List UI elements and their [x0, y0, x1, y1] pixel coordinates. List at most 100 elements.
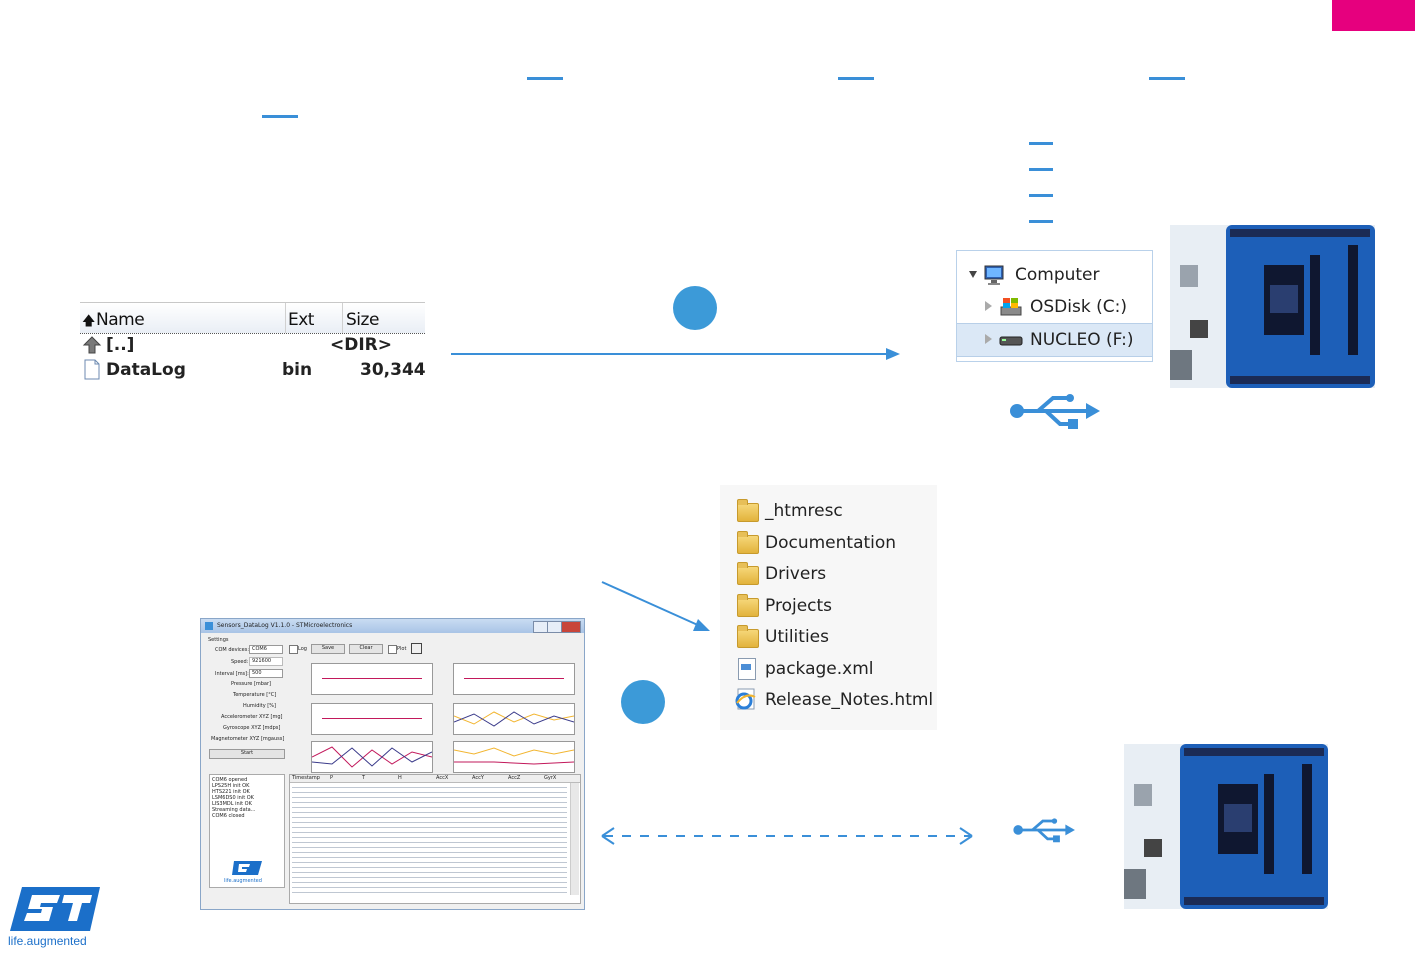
datalog-app-window: Sensors_DataLog V1.1.0 - STMicroelectron… [200, 618, 585, 910]
gyroscope-lines [311, 746, 433, 768]
start-button[interactable]: Start [209, 749, 285, 759]
folder-label: _htmresc [765, 501, 843, 521]
close-button[interactable] [561, 621, 581, 633]
column-header-name[interactable]: Name [96, 310, 145, 330]
file-row-parent[interactable]: [..] <DIR> [80, 333, 425, 357]
up-folder-icon [82, 336, 102, 354]
maximize-button[interactable] [547, 621, 562, 633]
com-select[interactable]: COM6 [249, 645, 283, 654]
table-header: Timestamp P T H AccX AccY AccZ GyrX [290, 775, 580, 783]
humidity-plot [311, 703, 433, 735]
speed-select[interactable]: 921600 [249, 657, 283, 666]
log-line: LSM6DS0 init OK [212, 795, 254, 801]
accelerometer-plot [453, 703, 575, 735]
log-line: LIS3MDL init OK [212, 801, 252, 807]
tree-label: OSDisk (C:) [1030, 297, 1127, 317]
folder-list: _htmresc Documentation Drivers Projects … [720, 485, 937, 730]
accent-dash [1029, 142, 1053, 145]
nucleo-board-image [1170, 225, 1375, 388]
expand-arrow-icon[interactable] [985, 301, 992, 311]
folder-item[interactable]: Documentation [720, 527, 937, 558]
minimize-button[interactable] [533, 621, 548, 633]
st-logo [10, 887, 100, 931]
sensor-label: Temperature [°C] [233, 692, 277, 698]
accent-dash [1149, 77, 1185, 80]
clear-button[interactable]: Clear [349, 644, 383, 654]
gyroscope-plot [311, 741, 433, 773]
computer-icon [984, 265, 1004, 285]
tree-label: Computer [1015, 265, 1100, 285]
speed-label: Speed: [231, 659, 249, 665]
file-row-datalog[interactable]: DataLog bin 30,344 [80, 358, 426, 382]
popout-icon[interactable] [411, 643, 422, 654]
log-checkbox[interactable] [289, 645, 298, 654]
folder-icon [737, 625, 759, 648]
interval-input[interactable]: 500 [249, 669, 283, 678]
settings-label: Settings [208, 637, 229, 643]
log-label: Log [298, 646, 307, 652]
folder-label: Projects [765, 596, 833, 616]
file-label: package.xml [765, 659, 874, 679]
sensor-label: Pressure [mbar] [231, 681, 272, 687]
sensor-label: Accelerometer XYZ [mg] [221, 714, 283, 720]
folder-item[interactable]: Utilities [720, 621, 937, 652]
folder-label: Utilities [765, 627, 829, 647]
log-line: COM6 opened [212, 777, 248, 783]
magnetometer-lines [453, 747, 575, 765]
folder-icon [737, 499, 759, 522]
expand-arrow-icon[interactable] [985, 334, 992, 344]
folder-label: Drivers [765, 564, 827, 584]
logo-tagline: life.augmented [8, 934, 87, 948]
folder-icon [737, 531, 759, 554]
accent-dash [1029, 220, 1053, 223]
column-header-size[interactable]: Size [346, 310, 379, 330]
sensor-label: Magnetometer XYZ [mgauss] [211, 736, 285, 742]
plot-label: Plot [397, 646, 407, 652]
accent-dash [262, 115, 298, 118]
temperature-plot [453, 663, 575, 695]
file-list-panel: 🡅 Name Ext Size [..] <DIR> DataLog bin 3… [80, 302, 426, 384]
magnetometer-plot [453, 741, 575, 773]
nucleo-board-image [1124, 744, 1328, 909]
file-item[interactable]: Release_Notes.html [720, 684, 937, 715]
folder-item[interactable]: Projects [720, 590, 937, 621]
tree-item-nucleo[interactable]: NUCLEO (F:) [957, 323, 1152, 357]
sort-arrow-icon: 🡅 [82, 314, 95, 329]
accelerometer-lines [453, 711, 575, 727]
removable-drive-icon [999, 336, 1023, 346]
file-list-header: 🡅 Name Ext Size [80, 302, 425, 334]
folder-item[interactable]: Drivers [720, 558, 937, 589]
expand-arrow-icon[interactable] [969, 271, 977, 278]
table-scrollbar[interactable] [570, 783, 579, 895]
accent-dash [527, 77, 563, 80]
app-icon [205, 622, 213, 630]
usb-icon [1010, 394, 1100, 429]
file-size: 30,344 [360, 360, 426, 380]
xml-file-icon [738, 658, 756, 680]
tree-item-computer[interactable]: Computer [957, 259, 1152, 291]
folder-item[interactable]: _htmresc [720, 495, 937, 526]
plot-checkbox[interactable] [388, 645, 397, 654]
logo-tagline: life.augmented [224, 878, 262, 884]
file-name: DataLog [106, 360, 186, 380]
file-item[interactable]: package.xml [720, 653, 937, 684]
extract-arrow [601, 581, 710, 631]
pressure-plot [311, 663, 433, 695]
tree-item-osdisk[interactable]: OSDisk (C:) [957, 291, 1152, 323]
accent-dash [1029, 194, 1053, 197]
sensor-label: Humidity [%] [243, 703, 276, 709]
log-line: COM6 closed [212, 813, 245, 819]
file-ext: bin [282, 360, 313, 380]
column-header-ext[interactable]: Ext [288, 310, 314, 330]
serial-link-arrow [601, 827, 973, 845]
accent-dash [1029, 168, 1053, 171]
explorer-tree: Computer OSDisk (C:) NUCLEO (F:) [956, 250, 1153, 362]
app-titlebar: Sensors_DataLog V1.1.0 - STMicroelectron… [201, 619, 584, 633]
accent-dash [838, 77, 874, 80]
interval-label: Interval [ms]: [215, 671, 249, 677]
file-label: Release_Notes.html [765, 690, 934, 710]
table-rows [292, 785, 567, 893]
log-line: LPS25H init OK [212, 783, 250, 789]
system-drive-icon [1000, 298, 1022, 316]
save-button[interactable]: Save [311, 644, 345, 654]
